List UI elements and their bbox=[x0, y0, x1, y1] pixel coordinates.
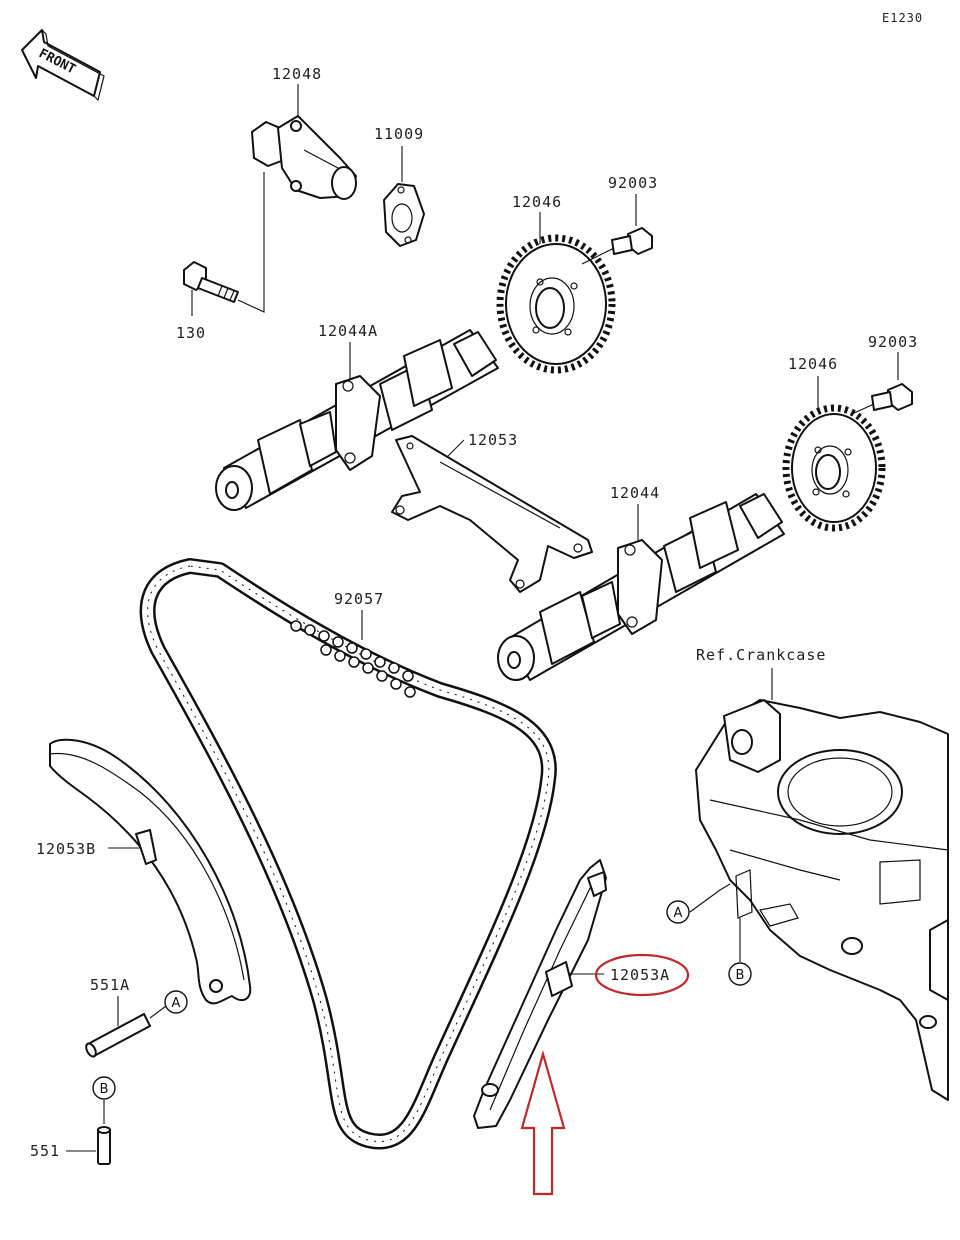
crankcase-reference bbox=[695, 699, 949, 1101]
callout-b-left: B bbox=[92, 1076, 116, 1100]
dowel-pin-551 bbox=[97, 1126, 111, 1165]
callout-b-right: B bbox=[728, 962, 752, 986]
label-12053-top: 12053 bbox=[468, 431, 518, 449]
label-11009: 11009 bbox=[374, 125, 424, 143]
chain-guide-a bbox=[473, 859, 607, 1129]
bolt-130 bbox=[183, 261, 239, 303]
label-12044: 12044 bbox=[610, 484, 660, 502]
svg-text:A: A bbox=[674, 906, 683, 921]
camshaft-sprocket-right bbox=[782, 404, 886, 532]
chain-guide-b bbox=[49, 738, 252, 1005]
label-ref-crankcase: Ref.Crankcase bbox=[696, 646, 826, 664]
chain-guide-top bbox=[391, 435, 593, 593]
svg-text:B: B bbox=[736, 968, 745, 983]
tensioner-gasket bbox=[383, 183, 425, 247]
svg-text:A: A bbox=[172, 996, 181, 1011]
label-551a: 551A bbox=[90, 976, 130, 994]
callout-a-right: A bbox=[666, 900, 690, 924]
label-12053b: 12053B bbox=[36, 840, 96, 858]
label-12053a: 12053A bbox=[610, 966, 670, 984]
diagram-code: E1230 bbox=[882, 11, 923, 25]
cam-chain-tensioner bbox=[251, 115, 357, 200]
label-12046-left: 12046 bbox=[512, 193, 562, 211]
camshaft-12044a bbox=[215, 329, 499, 511]
svg-text:B: B bbox=[100, 1082, 109, 1097]
camshaft-12044 bbox=[497, 493, 785, 681]
camshaft-sprocket-left bbox=[496, 234, 616, 374]
label-12044a: 12044A bbox=[318, 322, 378, 340]
label-12048: 12048 bbox=[272, 65, 322, 83]
dowel-pin-551a bbox=[85, 1013, 151, 1058]
label-12046-right: 12046 bbox=[788, 355, 838, 373]
highlight-arrow bbox=[520, 1049, 566, 1196]
label-92003-right: 92003 bbox=[868, 333, 918, 351]
highlight-circle bbox=[594, 953, 690, 997]
label-92003-left: 92003 bbox=[608, 174, 658, 192]
callout-a-left: A bbox=[164, 990, 188, 1014]
front-arrow-icon: FRONT bbox=[21, 29, 105, 102]
sprocket-bolt-right bbox=[851, 383, 913, 415]
sprocket-bolt-left bbox=[581, 227, 653, 265]
label-130: 130 bbox=[176, 324, 206, 342]
label-551: 551 bbox=[30, 1142, 60, 1160]
label-92057: 92057 bbox=[334, 590, 384, 608]
camshaft-chain bbox=[139, 558, 557, 1150]
